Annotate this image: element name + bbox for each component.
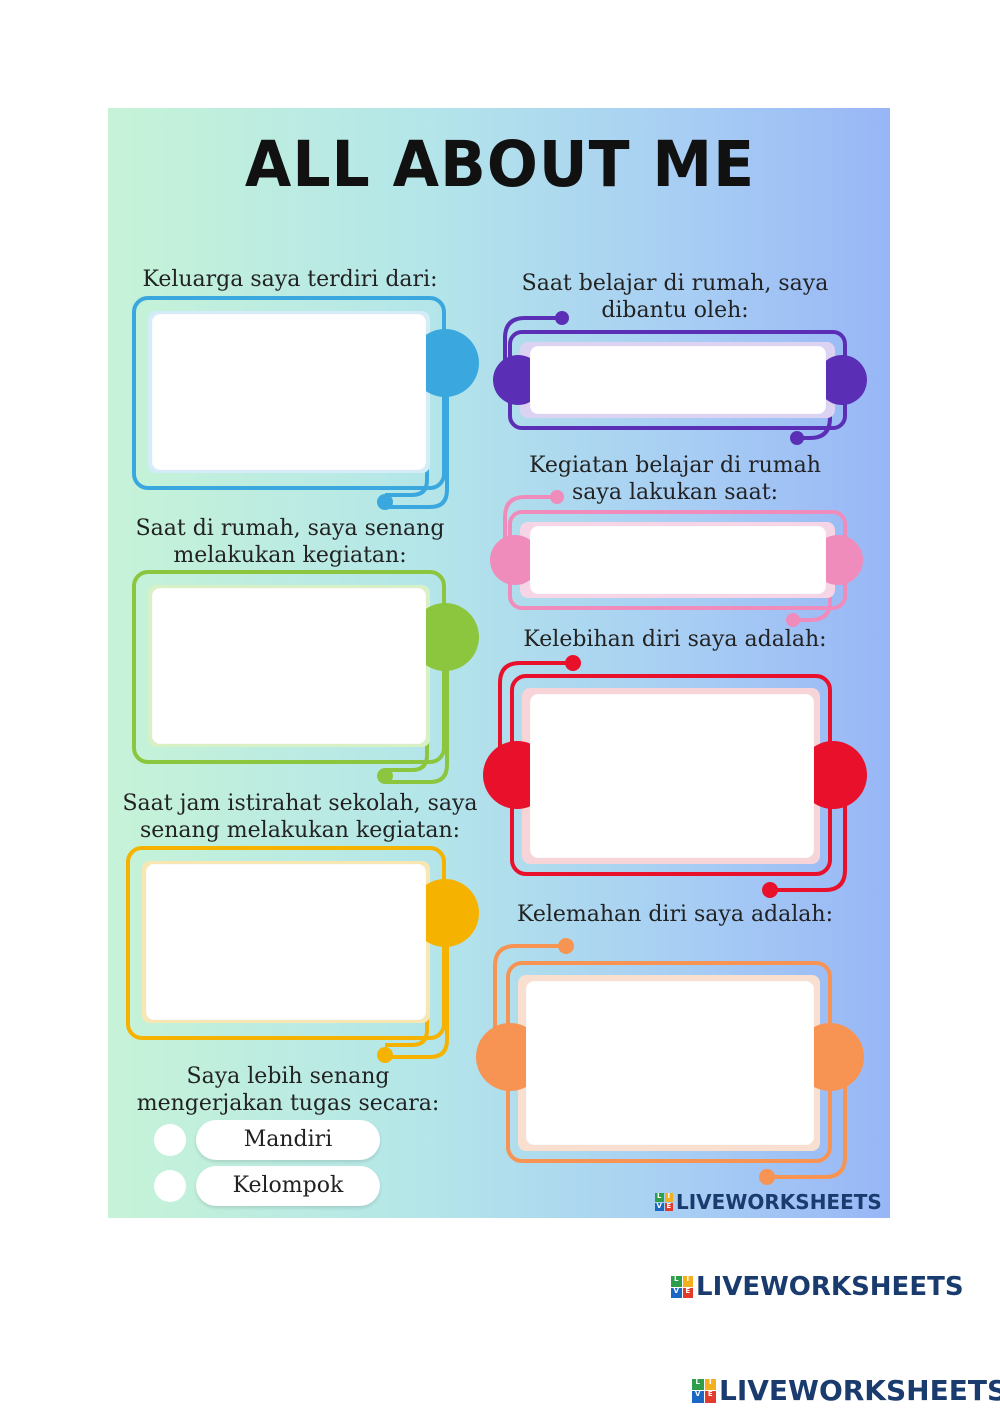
label-strengths: Kelebihan diri saya adalah: [523, 627, 827, 652]
logo-icon: L I V E [671, 1276, 693, 1298]
answer-field-strengths[interactable] [530, 694, 814, 858]
label-weaknesses: Kelemahan diri saya adalah: [516, 902, 833, 927]
brand-logo-small: L I V E LIVEWORKSHEETS [655, 1190, 882, 1214]
answer-field-weaknesses[interactable] [526, 981, 814, 1145]
page-title: ALL ABOUT ME [244, 128, 756, 202]
answer-field-family[interactable] [152, 314, 426, 470]
option-radio-mandiri[interactable] [154, 1124, 186, 1156]
logo-icon: L I V E [692, 1378, 716, 1403]
logo-icon: L I V E [655, 1192, 673, 1211]
answer-field-break-activity[interactable] [146, 864, 426, 1020]
brand-logo-middle: L I V E LIVEWORKSHEETS [671, 1272, 964, 1302]
answer-field-home-activity[interactable] [152, 588, 426, 744]
answer-field-learning-time[interactable] [530, 526, 826, 594]
answer-field-helper[interactable] [530, 346, 826, 414]
option-mandiri[interactable]: Mandiri [196, 1120, 380, 1160]
option-radio-kelompok[interactable] [154, 1170, 186, 1202]
brand-logo-footer: L I V E LIVEWORKSHEETS [692, 1374, 1000, 1407]
option-kelompok[interactable]: Kelompok [196, 1166, 380, 1206]
label-family: Keluarga saya terdiri dari: [142, 267, 438, 292]
